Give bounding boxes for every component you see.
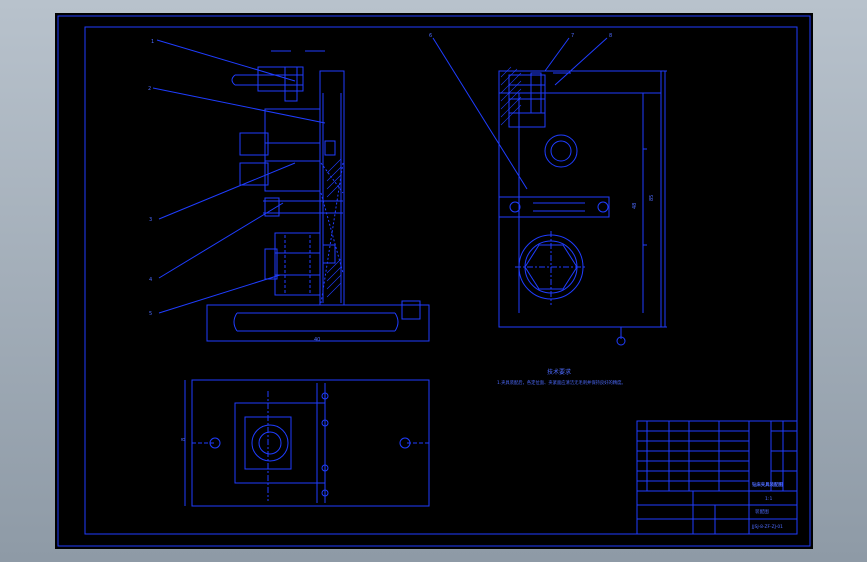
side-view: [432, 37, 667, 346]
callout-5: 5: [149, 311, 152, 317]
title-drawing-name: 钻床夹具装配图: [752, 481, 783, 488]
callout-1: 1: [151, 39, 154, 45]
title-scale: 1:1: [765, 496, 772, 502]
title-code: JJSJ-8-ZF-ZJ-01: [751, 524, 783, 530]
inner-frame: [84, 26, 798, 535]
tech-body: 1.夹具装配后，各定位面、夹紧面应清洁无毛刺并保持良好的精度。: [497, 379, 626, 386]
callout-7: 7: [571, 33, 574, 39]
callout-4: 4: [149, 277, 152, 283]
callout-8: 8: [609, 33, 612, 39]
dim-side: 8: [181, 438, 187, 441]
drawing-sheet: 1 2 3 4 5 6 7 8 85 48 40 8 技术要求 1.夹具装配后，…: [55, 13, 813, 549]
cad-drawing: 1 2 3 4 5 6 7 8 85 48 40 8 技术要求 1.夹具装配后，…: [57, 15, 811, 547]
title-block: [636, 420, 798, 535]
dim-base-width: 40: [314, 337, 320, 343]
callout-2: 2: [148, 86, 151, 92]
dim-inner-height: 48: [632, 203, 638, 209]
tech-title: 技术要求: [547, 368, 571, 376]
dim-overall-height: 85: [649, 195, 655, 201]
section-hatch: [326, 66, 522, 298]
title-material: 装配图: [755, 508, 769, 515]
outer-frame: [57, 15, 811, 547]
callout-3: 3: [149, 217, 152, 223]
top-view: [184, 379, 430, 507]
callout-6: 6: [429, 33, 432, 39]
front-view: [152, 39, 430, 342]
